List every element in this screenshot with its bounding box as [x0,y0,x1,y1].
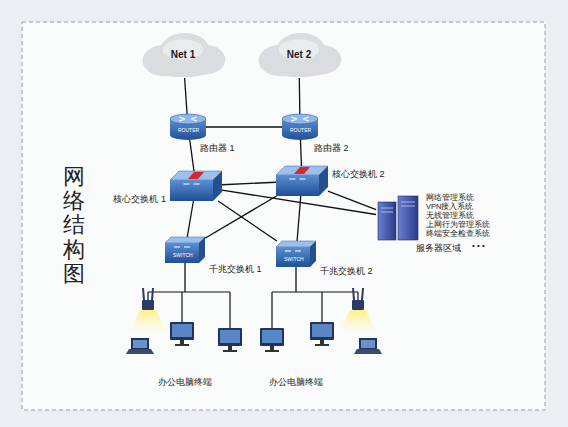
desktop-pc [310,322,334,346]
device-tag: ROUTER [290,128,311,133]
node-label: Net 1 [137,49,229,60]
gigabit-switch: 千兆交换机 2 [276,241,316,267]
switch-front [276,247,310,267]
gigabit-switch: 千兆交换机 1 [165,237,205,263]
network-link [184,263,185,292]
switch-front [276,175,319,196]
device-tag: SWITCH [173,253,193,258]
switch-front [165,243,199,263]
gigabit-switch-icon [165,237,205,263]
core-switch-icon [170,171,222,201]
server-detail [381,202,415,212]
server-area-icon [376,196,420,240]
router: 路由器 2 [282,114,318,140]
system-list-item: 无线管理系统 [426,212,474,220]
switch-arrows [290,178,306,179]
server-tower [398,196,418,240]
internet-cloud: Net 1 [137,32,229,78]
core-switch: 核心交换机 2 [276,166,328,196]
switch-arrows [184,183,200,184]
router-icon [170,114,206,140]
network-link [299,78,301,114]
network-link [218,201,277,241]
node-label: 办公电脑终端 [236,378,356,388]
switch-arrows [174,246,190,247]
node-label: 千兆交换机 2 [320,267,373,277]
node-label: 核心交换机 1 [113,195,166,205]
switch-front [170,180,213,201]
switch-top [276,241,316,247]
laptop [126,338,154,354]
vertical-title: 网络结构图 [63,165,85,286]
switch-top [170,171,222,180]
switch-top [276,166,328,175]
frame [22,22,545,410]
terminal-group: 办公电脑终端 [120,292,250,392]
router-top [170,114,206,124]
switch-side [213,171,222,201]
node-label: 路由器 2 [314,144,349,154]
system-list-item: 网络管理系统 [426,194,474,202]
node-label: 千兆交换机 1 [209,265,262,275]
server-area: 网络管理系统VPN接入系统无线管理系统上网行为管理系统终端安全检查系统• • •… [376,196,420,240]
desktop-pc [260,328,284,352]
node-label: 办公电脑终端 [120,378,250,388]
system-list-item: 上网行为管理系统 [426,221,490,229]
network-link [295,267,296,292]
network-link [222,182,276,185]
desktop-pc [218,328,242,352]
switch-arrows [285,250,301,251]
wireless-ap [130,288,166,332]
system-list-item: VPN接入系统 [426,203,473,211]
system-list-item: • • • [472,242,485,251]
desktop-pc [170,322,194,346]
switch-top [165,237,205,243]
network-link [206,126,282,127]
wireless-ap [340,288,376,332]
router: 路由器 1 [170,114,206,140]
device-tag: ROUTER [178,128,199,133]
node-label: 服务器区域 [416,244,461,254]
gigabit-switch-icon [276,241,316,267]
router-arrows [291,117,309,121]
system-list-item: 终端安全检查系统 [426,230,490,238]
network-link [300,140,302,166]
network-link [185,78,188,114]
internet-cloud: Net 2 [253,32,345,78]
terminal-group: 办公电脑终端 [236,292,356,392]
core-switch-icon [276,166,328,196]
router-arrows [179,117,197,121]
switch-side [319,166,328,196]
network-link [187,201,193,237]
router-top [282,114,318,124]
network-link [205,196,277,238]
node-label: Net 2 [253,49,345,60]
switch-stripe [188,172,204,179]
network-link [297,196,301,241]
network-link [328,191,376,210]
node-label: 核心交换机 2 [332,170,385,180]
switch-side [310,241,316,267]
laptop [354,338,382,354]
terminal-group-icon [120,292,250,392]
switch-side [199,237,205,263]
switch-stripe [294,167,310,174]
network-link [190,140,194,171]
terminal-group-icon [236,292,356,392]
core-switch: 核心交换机 1 [170,171,222,201]
device-tag: SWITCH [284,257,304,262]
node-label: 路由器 1 [200,144,235,154]
router-icon [282,114,318,140]
